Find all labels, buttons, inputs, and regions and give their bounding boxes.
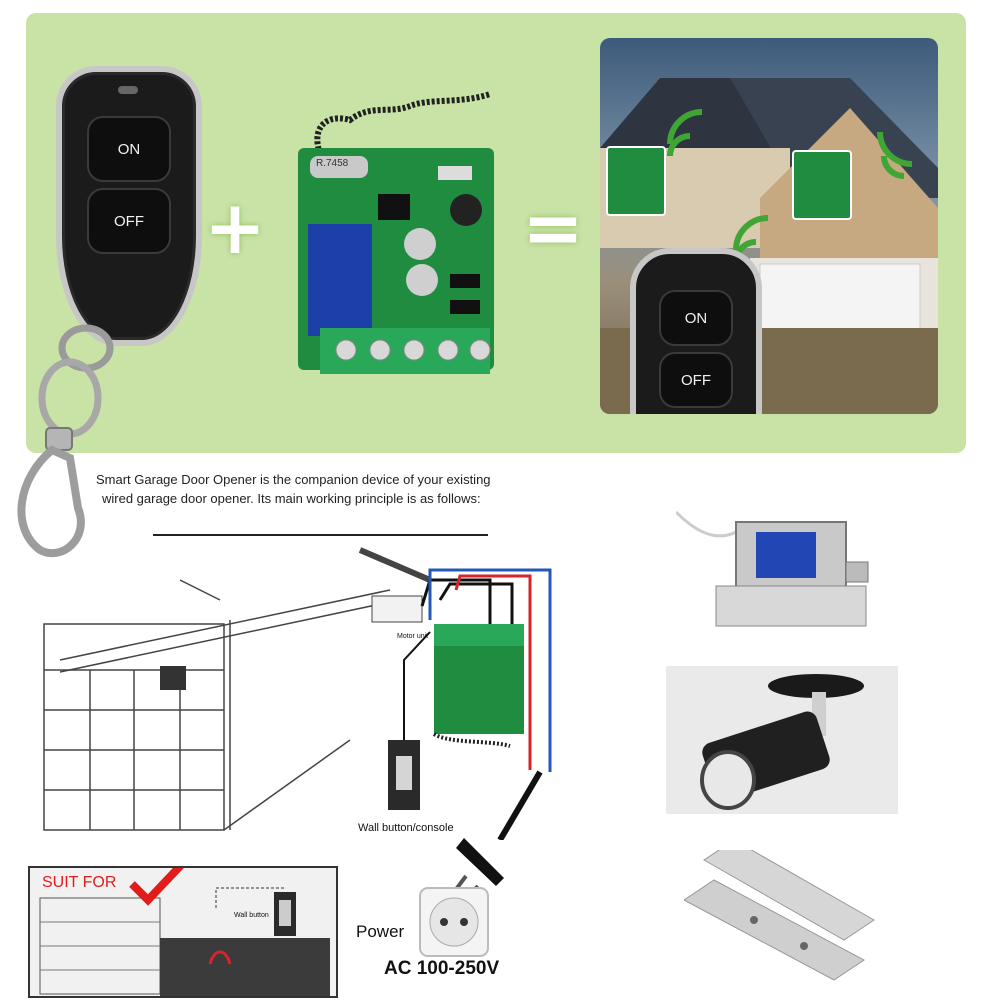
key-fob-remote: ON OFF [56, 66, 202, 346]
led-indicator [118, 86, 138, 94]
house-scene-image: ON OFF [600, 38, 938, 414]
off-button[interactable]: OFF [87, 188, 171, 254]
intro-line-2: wired garage door opener. Its main worki… [102, 491, 481, 506]
crystal-chip-label: R.7458 [316, 158, 349, 169]
keyring-clip-icon [17, 324, 114, 558]
power-socket-icon [419, 887, 489, 957]
spotlight-image [666, 666, 898, 814]
wall-button-label: Wall button/console [358, 822, 454, 834]
motor-unit-label: Motor unit [397, 633, 429, 640]
house-relay-right [792, 150, 852, 220]
wireless-signal-icon [877, 131, 913, 179]
magnetic-lock-image [684, 850, 875, 981]
power-label: Power [356, 922, 405, 941]
plus-operator: + [204, 185, 267, 271]
checkmark-icon [129, 868, 184, 906]
house-remote-on-button: ON [659, 290, 733, 346]
house-remote: ON OFF [630, 248, 762, 414]
voltage-label: AC 100-250V [384, 958, 500, 979]
intro-text: Smart Garage Door Opener is the companio… [96, 470, 516, 508]
relay-board-image [298, 91, 494, 374]
solenoid-lock-image [676, 510, 869, 627]
on-button[interactable]: ON [87, 116, 171, 182]
suit-for-label: SUIT FOR [42, 874, 117, 891]
wireless-signal-icon [667, 109, 703, 157]
house-remote-off-button: OFF [659, 352, 733, 408]
suit-for-card: SUIT FOR Wall button [28, 866, 338, 998]
intro-divider [153, 534, 488, 536]
intro-line-1: Smart Garage Door Opener is the companio… [96, 472, 491, 487]
equals-operator: = [522, 185, 585, 271]
wiring-diagram [43, 547, 552, 840]
suit-for-wall-button-label: Wall button [234, 912, 269, 919]
power-plug-icon [452, 838, 504, 898]
house-relay-left [606, 146, 666, 216]
